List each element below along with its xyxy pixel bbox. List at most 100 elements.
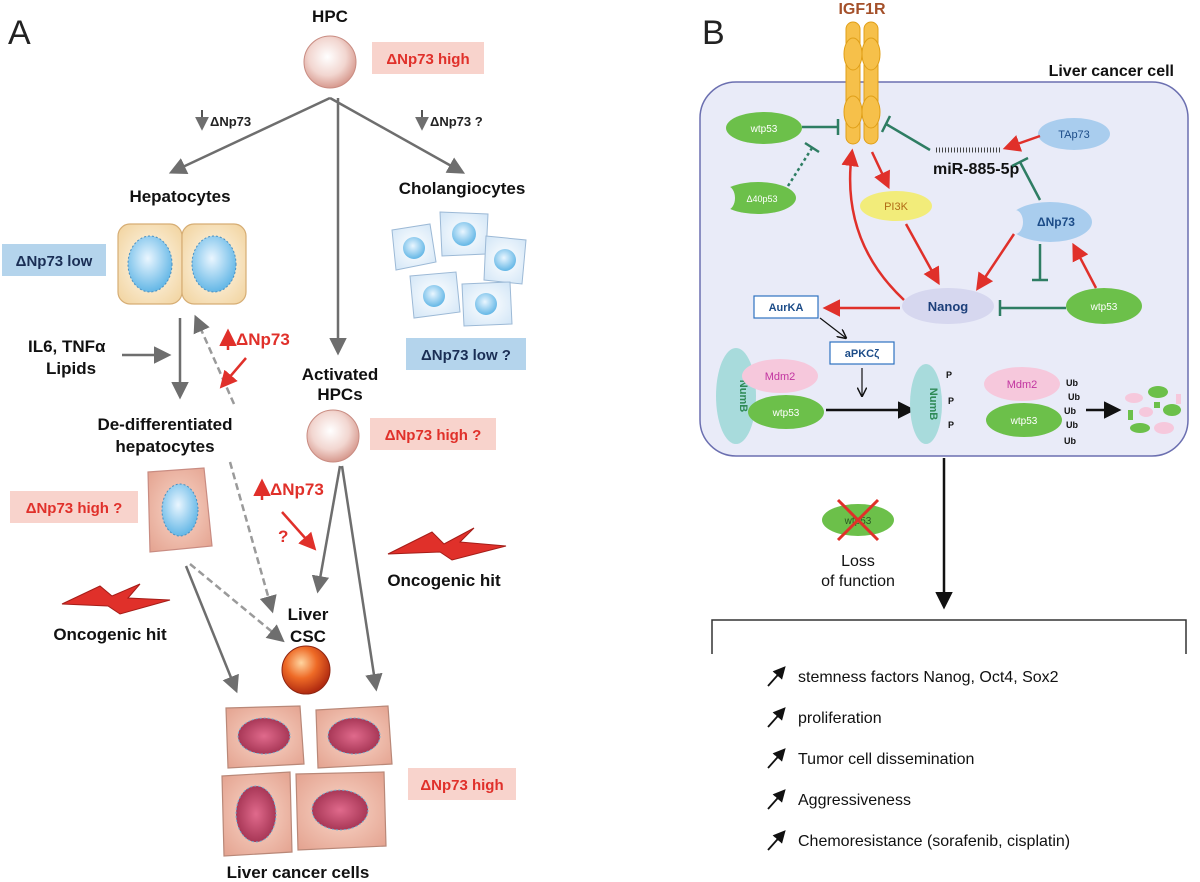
svg-text:Nanog: Nanog [928,299,969,314]
inhibit-mir-igf1r [880,115,931,152]
apkc-box: aPKCζ [829,341,895,365]
lipids-label: Lipids [46,359,96,378]
panel-b-label: B [702,14,725,52]
pi3k-oval: PI3K [860,191,932,221]
wtp53-deg-oval: wtp53 [986,403,1062,437]
svg-text:TAp73: TAp73 [1058,129,1090,141]
svg-text:ΔNp73 ?: ΔNp73 ? [430,114,483,129]
arrow-activated-to-cancer [340,465,383,692]
outcome-text: proliferation [798,710,882,727]
p-mark-3: P [948,420,954,430]
mir-label: miR-885-5p [933,161,1019,178]
svg-text:Δ40p53: Δ40p53 [746,194,777,204]
oncogenic-right-label: Oncogenic hit [387,571,501,590]
cancer-cells-title: Liver cancer cells [227,863,370,882]
arrow-aurka-apkc [819,317,846,338]
up-np73-1: ΔNp73 [219,328,290,389]
svg-text:wtp53: wtp53 [1010,416,1038,427]
inhibit-wtp53-nanog [998,300,1066,316]
d40p53-oval: Δ40p53 [719,182,796,214]
panel-a-label: A [8,14,31,52]
csc-title-2: CSC [290,627,326,646]
dnp73-oval: ΔNp73 [1007,202,1092,242]
svg-text:?: ? [278,527,288,546]
svg-text:ΔNp73: ΔNp73 [236,330,290,349]
numb-left-oval: NumB [716,348,756,444]
arrow-dediff-dashed-to-csc [228,461,277,614]
inhibit-d40p53-dotted [786,141,820,187]
liver-cancer-cell-membrane [699,81,1189,457]
activated-hpc-cell [306,409,360,463]
svg-text:NumB: NumB [737,380,749,412]
ub-mark-5: Ub [1064,436,1076,446]
cholangiocytes-cells [391,211,527,327]
hpc-cell [303,35,357,89]
arrow-activated-to-csc [311,465,342,594]
loss-label-2: of function [821,573,895,590]
p-mark-1: P [946,370,952,380]
up-arrow-icon [767,830,786,851]
svg-text:NumB: NumB [927,388,939,420]
cholangiocytes-badge: ΔNp73 low ? [406,338,526,370]
arrow-dediff-to-hep [193,314,236,405]
activated-title-2: HPCs [317,385,362,404]
arrow-igf1r-pi3k [870,151,890,190]
arrow-nanog-igf1r [841,148,905,301]
svg-text:wtp53: wtp53 [750,124,778,135]
activated-title-1: Activated [302,365,379,384]
note-right-down: ΔNp73 ? [415,110,483,131]
cell-title: Liver cancer cell [1049,63,1174,80]
up-arrow-icon [767,748,786,769]
svg-text:ΔNp73: ΔNp73 [1037,215,1075,229]
numb-mid-oval: NumB [910,364,942,444]
hepatocytes-badge: ΔNp73 low [2,244,106,276]
p-mark-2: P [948,396,954,406]
mdm2-right-oval: Mdm2 [984,367,1060,401]
ub-mark-4: Ub [1066,420,1078,430]
tap73-oval: TAp73 [1038,118,1110,150]
svg-text:ΔNp73 high ?: ΔNp73 high ? [385,427,482,444]
inhibit-wtp53-igf1r [802,119,840,135]
wtp53-right-oval: wtp53 [1066,288,1142,324]
hepatocytes-cells [117,223,247,305]
outcome-item: stemness factors Nanog, Oct4, Sox2 [767,666,1059,687]
csc-cell [281,645,331,695]
oncogenic-left-label: Oncogenic hit [53,625,167,644]
outcome-item: Chemoresistance (sorafenib, cisplatin) [767,830,1070,851]
svg-text:ΔNp73 low: ΔNp73 low [16,253,93,270]
outcome-item: Tumor cell dissemination [767,748,974,769]
cholangiocytes-title: Cholangiocytes [399,179,526,198]
up-arrow-icon [767,707,786,728]
inhibit-dnp73-mir [1011,156,1042,201]
outcome-bracket [711,619,1187,654]
svg-text:ΔNp73 high: ΔNp73 high [386,51,469,68]
aurka-box: AurKA [753,295,819,319]
hpc-badge: ΔNp73 high [372,42,484,74]
mdm2-left-oval: Mdm2 [742,359,818,393]
arrow-dediff-dashed-to-csc2 [189,563,285,643]
cancer-cells [221,705,393,857]
arrow-hpc-to-cholangiocytes [329,96,466,174]
outcome-text: Tumor cell dissemination [798,751,974,768]
svg-text:ΔNp73: ΔNp73 [210,114,251,129]
arrow-pi3k-nanog [904,223,940,286]
outcome-item: proliferation [767,707,882,728]
up-arrow-icon [767,789,786,810]
outcome-text: Aggressiveness [798,792,911,809]
arrow-hpc-to-hepatocytes [168,96,331,174]
hepatocytes-title: Hepatocytes [129,187,230,206]
activated-badge: ΔNp73 high ? [370,418,496,450]
ub-mark-1: Ub [1066,378,1078,388]
svg-text:aPKCζ: aPKCζ [845,348,879,360]
csc-title-1: Liver [288,605,329,624]
svg-text:PI3K: PI3K [884,201,909,213]
inhibit-dnp73-nanog [1032,244,1048,282]
svg-text:wtp53: wtp53 [772,408,800,419]
dediff-badge: ΔNp73 high ? [10,491,138,523]
degraded-fragments-icon [1125,386,1181,434]
svg-text:Mdm2: Mdm2 [1007,379,1038,391]
outcome-list: stemness factors Nanog, Oct4, Sox2 prolif… [767,666,1070,851]
lightning-left-icon [61,583,171,615]
